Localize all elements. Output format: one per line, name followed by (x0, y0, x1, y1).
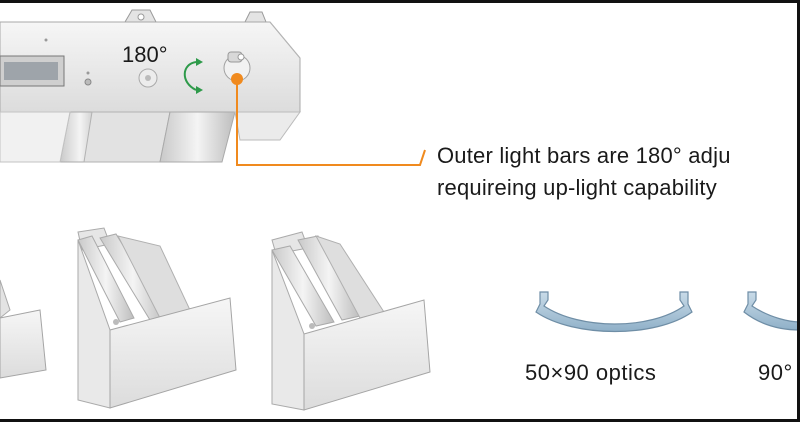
rotation-arrow-icon (183, 61, 197, 91)
rotation-angle-label: 180° (122, 42, 168, 67)
callout-caption-line-1: Outer light bars are 180° adju (437, 143, 731, 168)
fixture-angle-view-2 (77, 227, 237, 409)
frame-border-top (0, 0, 800, 3)
optic-label-90: 90° (758, 360, 793, 385)
fixture-angle-view-1 (0, 279, 47, 379)
callout-caption-line-2: requireing up-light capability (437, 175, 717, 200)
optic-profile-50x90-icon (535, 291, 693, 333)
callout-connector (231, 73, 426, 166)
fixture-top-view (0, 9, 301, 163)
fixture-angle-view-3 (271, 231, 431, 411)
frame-border-right (797, 0, 800, 422)
optic-profile-90-icon (743, 291, 800, 331)
optic-label-50x90: 50×90 optics (525, 360, 657, 385)
frame-border-bottom (0, 419, 800, 422)
